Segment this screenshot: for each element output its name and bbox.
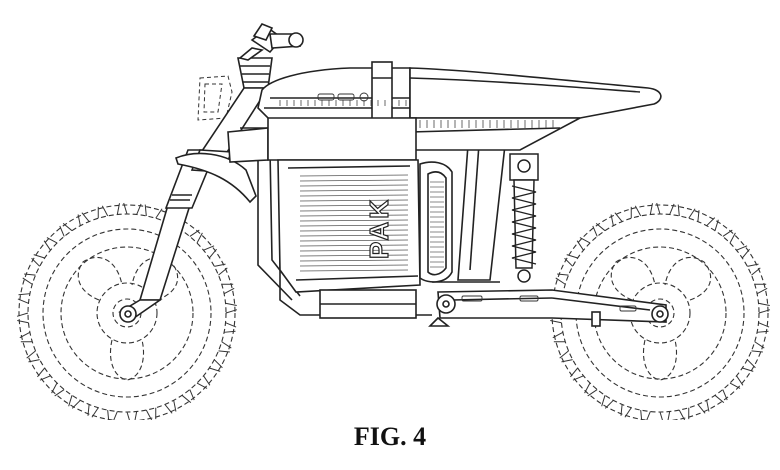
tank-ridges — [279, 100, 407, 106]
battery-pack-mark: PAK — [364, 197, 394, 259]
front-fender — [175, 152, 257, 204]
swingarm — [428, 289, 669, 327]
front-tire-tread — [16, 202, 238, 420]
battery-pack — [267, 117, 421, 319]
number-plate-outline — [197, 75, 233, 121]
figure-label: FIG. 4 — [353, 422, 427, 451]
motor-cover-ridges — [430, 181, 444, 268]
tank-body — [257, 61, 411, 123]
embossed-details — [317, 92, 637, 312]
tail-ridges — [419, 120, 554, 128]
battery-ridges — [299, 174, 409, 272]
motorcycle-patent-drawing: PAK — [16, 23, 771, 420]
front-fork — [118, 149, 218, 323]
shock-spring — [511, 185, 537, 265]
